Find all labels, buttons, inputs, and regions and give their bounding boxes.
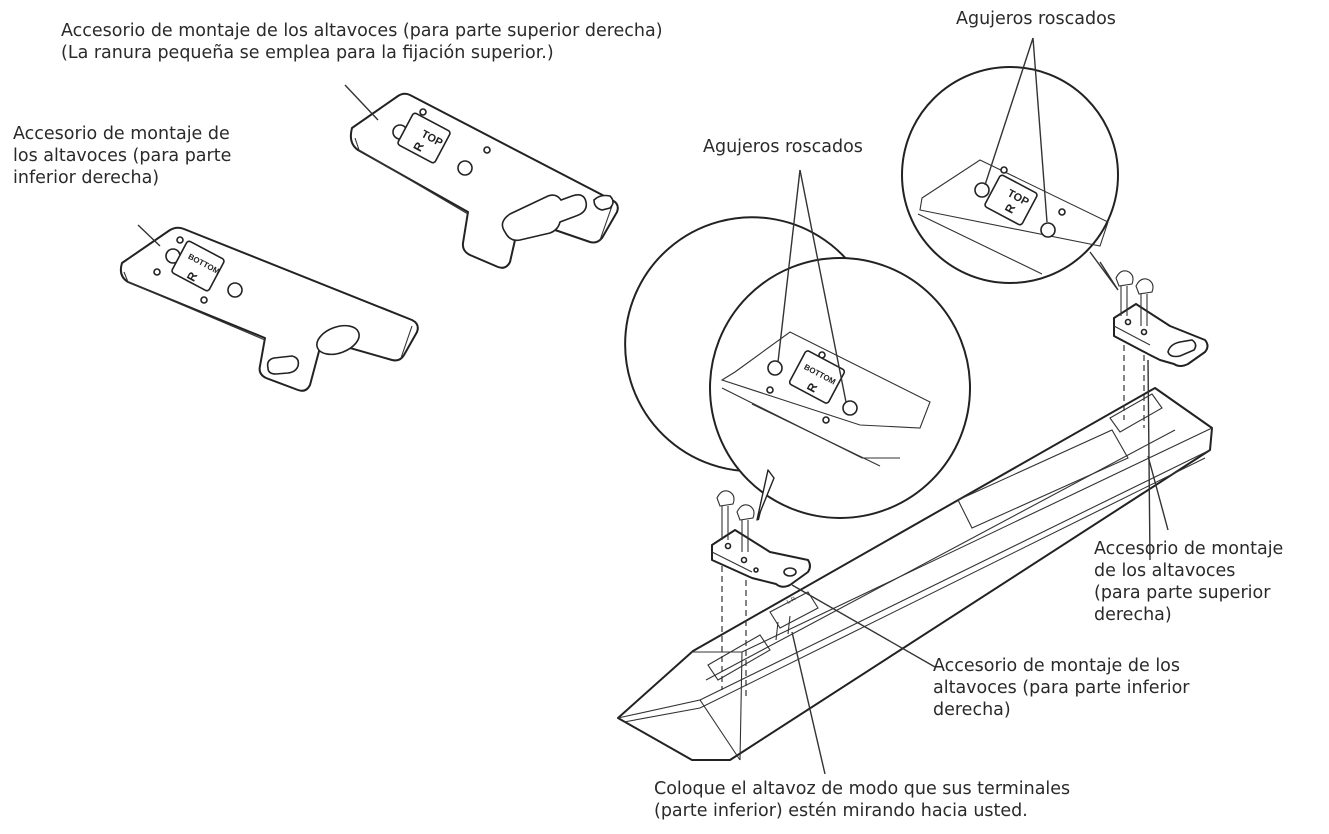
- top-plate-label-line1: Accesorio de montaje de los altavoces (p…: [61, 21, 663, 41]
- mount-top-right-line3: (para parte superior: [1094, 583, 1271, 603]
- mount-top-right-line1: Accesorio de montaje: [1094, 539, 1284, 559]
- bottom-magnifier: BOTTOM R: [624, 216, 971, 521]
- mount-bottom-right-label: Accesorio de montaje de los altavoces (p…: [933, 655, 1190, 721]
- threaded-holes-top-text: Agujeros roscados: [956, 9, 1116, 29]
- mount-bottom-right-line1: Accesorio de montaje de los: [933, 656, 1181, 676]
- mount-top-right-line4: derecha): [1094, 605, 1172, 625]
- mount-top-right-label: Accesorio de montaje de los altavoces (p…: [1094, 538, 1283, 626]
- bottom-plate-label-line1: Accesorio de montaje de: [13, 124, 230, 144]
- bottom-plate-label: Accesorio de montaje de los altavoces (p…: [13, 123, 231, 189]
- mount-bottom-right-line3: derecha): [933, 700, 1011, 720]
- leader-lines: [777, 37, 1169, 775]
- placement-note-label: Coloque el altavoz de modo que sus termi…: [654, 778, 1070, 822]
- speaker-body-drawing: L R: [617, 387, 1213, 761]
- mount-top-right-line2: de los altavoces: [1094, 561, 1236, 581]
- mount-bottom-right-line2: altavoces (para parte inferior: [933, 678, 1190, 698]
- threaded-holes-top-label: Agujeros roscados: [956, 8, 1116, 30]
- top-plate-drawing: TOP R: [344, 84, 619, 269]
- top-plate-label: Accesorio de montaje de los altavoces (p…: [61, 20, 663, 64]
- bottom-plate-drawing: BOTTOM R: [119, 224, 419, 392]
- svg-text:L R: L R: [786, 596, 797, 606]
- bottom-plate-label-line2: los altavoces (para parte: [13, 146, 232, 166]
- top-mount-assembly: [1113, 270, 1209, 428]
- top-plate-label-line2: (La ranura pequeña se emplea para la fij…: [61, 43, 554, 63]
- bottom-plate-label-line3: inferior derecha): [13, 168, 160, 188]
- threaded-holes-bottom-text: Agujeros roscados: [703, 137, 863, 157]
- placement-note-line1: Coloque el altavoz de modo que sus termi…: [654, 779, 1071, 799]
- threaded-holes-bottom-label: Agujeros roscados: [703, 136, 863, 158]
- placement-note-line2: (parte inferior) estén mirando hacia ust…: [654, 801, 1028, 821]
- top-magnifier: TOP R: [901, 66, 1119, 291]
- bottom-mount-assembly: [711, 490, 811, 700]
